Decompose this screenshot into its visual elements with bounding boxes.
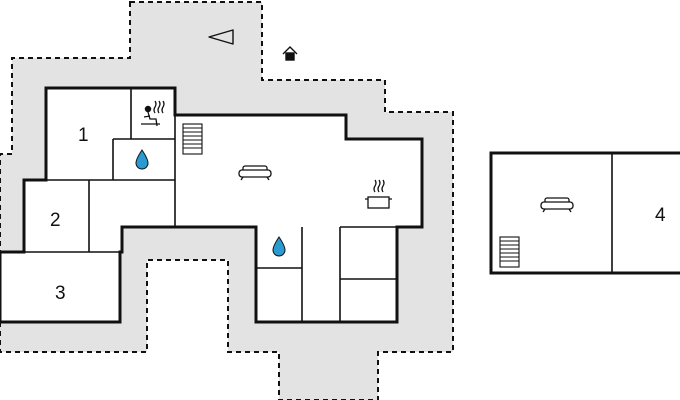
- main-building: [0, 86, 424, 324]
- compass-arrow-icon: [208, 29, 234, 45]
- annex-building: [489, 151, 680, 275]
- cooking-pot-icon: [365, 179, 392, 209]
- room-4-label: 4: [655, 205, 666, 226]
- stairs-icon: [499, 236, 520, 268]
- water-drop-icon: [272, 236, 286, 257]
- sauna-icon: [141, 100, 165, 127]
- house-icon: [282, 46, 298, 61]
- room-2-label: 2: [50, 210, 61, 231]
- room-1-label: 1: [78, 125, 89, 146]
- sofa-icon: [540, 197, 574, 213]
- stairs-icon: [182, 123, 203, 155]
- sofa-icon: [238, 165, 272, 181]
- interior-walls: [0, 88, 397, 322]
- water-drop-icon: [135, 149, 149, 170]
- room-3-label: 3: [55, 283, 66, 304]
